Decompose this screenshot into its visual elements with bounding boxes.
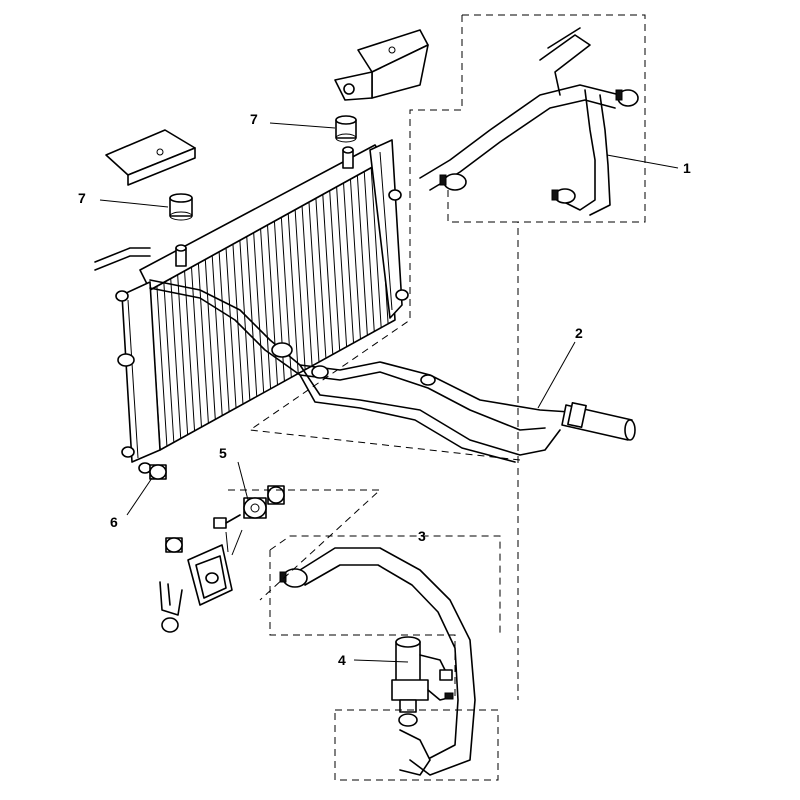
radiator [115,139,409,463]
radiator-fin [225,247,237,408]
callout-5: 5 [219,445,227,461]
leader-2 [537,341,576,409]
radiator-fin [336,186,348,347]
callout-7-upper: 7 [250,111,258,127]
nut-lower [161,617,179,633]
radiator-fin [294,209,306,370]
spacer [267,485,285,505]
radiator-fin [349,179,361,340]
bottom-hose [279,547,476,776]
leader-lines [99,122,679,663]
radiator-fin [253,232,265,393]
rubber-mount-upper [335,115,357,143]
top-hose-clip-a [615,89,639,107]
radiator-fin [170,278,182,439]
radiator-fin [163,282,175,443]
coolant-sensor-housing [391,636,454,727]
radiator-fin [156,286,168,447]
radiator-fin [287,213,299,374]
top-hose [419,27,639,216]
leader-5b [225,531,229,553]
radiator-fin [308,202,320,363]
radiator-fin [184,270,196,431]
callout-1: 1 [683,160,691,176]
callout-6: 6 [110,514,118,530]
callout-labels: 1 2 3 4 5 6 7 7 [78,111,691,668]
radiator-fin [363,171,375,332]
leader-1 [606,154,679,169]
callout-2: 2 [575,325,583,341]
callout-7-left: 7 [78,190,86,206]
radiator-fin [329,190,341,351]
mounting-clip [159,581,183,616]
bottom-hose-clip [279,568,308,588]
radiator-fin [322,194,334,355]
radiator-fin [177,274,189,435]
drain-plug [138,462,167,480]
transmission-cooler-pipes [94,247,636,463]
leader-6 [126,477,153,516]
leader-5 [237,461,249,501]
grouping-outlines [228,14,646,781]
bush [243,497,267,519]
leader-5c [231,529,243,556]
leader-7a [269,122,336,129]
radiator-fins [156,163,389,447]
nut-upper [165,537,183,553]
radiator-fin [370,167,382,328]
bolt [213,514,241,529]
top-hose-clip-b [439,173,467,191]
mounting-plate [187,544,233,606]
radiator-fin [190,267,202,428]
callout-3: 3 [418,528,426,544]
radiator-fin [343,182,355,343]
leader-4 [353,659,409,663]
radiator-fin [239,240,251,401]
radiator-fin [218,251,230,412]
radiator-fin [211,255,223,416]
radiator-fin [246,236,258,397]
radiator-fin [315,198,327,359]
radiator-fin [260,228,272,389]
callout-4: 4 [338,652,346,668]
top-hose-clip-c [551,188,576,204]
radiator-fin [232,244,244,405]
upper-mounting-bracket-left [105,129,196,186]
bracket-bush-assembly [159,485,285,633]
upper-mounting-bracket-right [334,29,429,101]
leader-7b [99,199,169,208]
radiator-fin [204,259,216,420]
rubber-mount-left [169,193,193,221]
radiator-fin [301,205,313,366]
radiator-fin [356,175,368,336]
